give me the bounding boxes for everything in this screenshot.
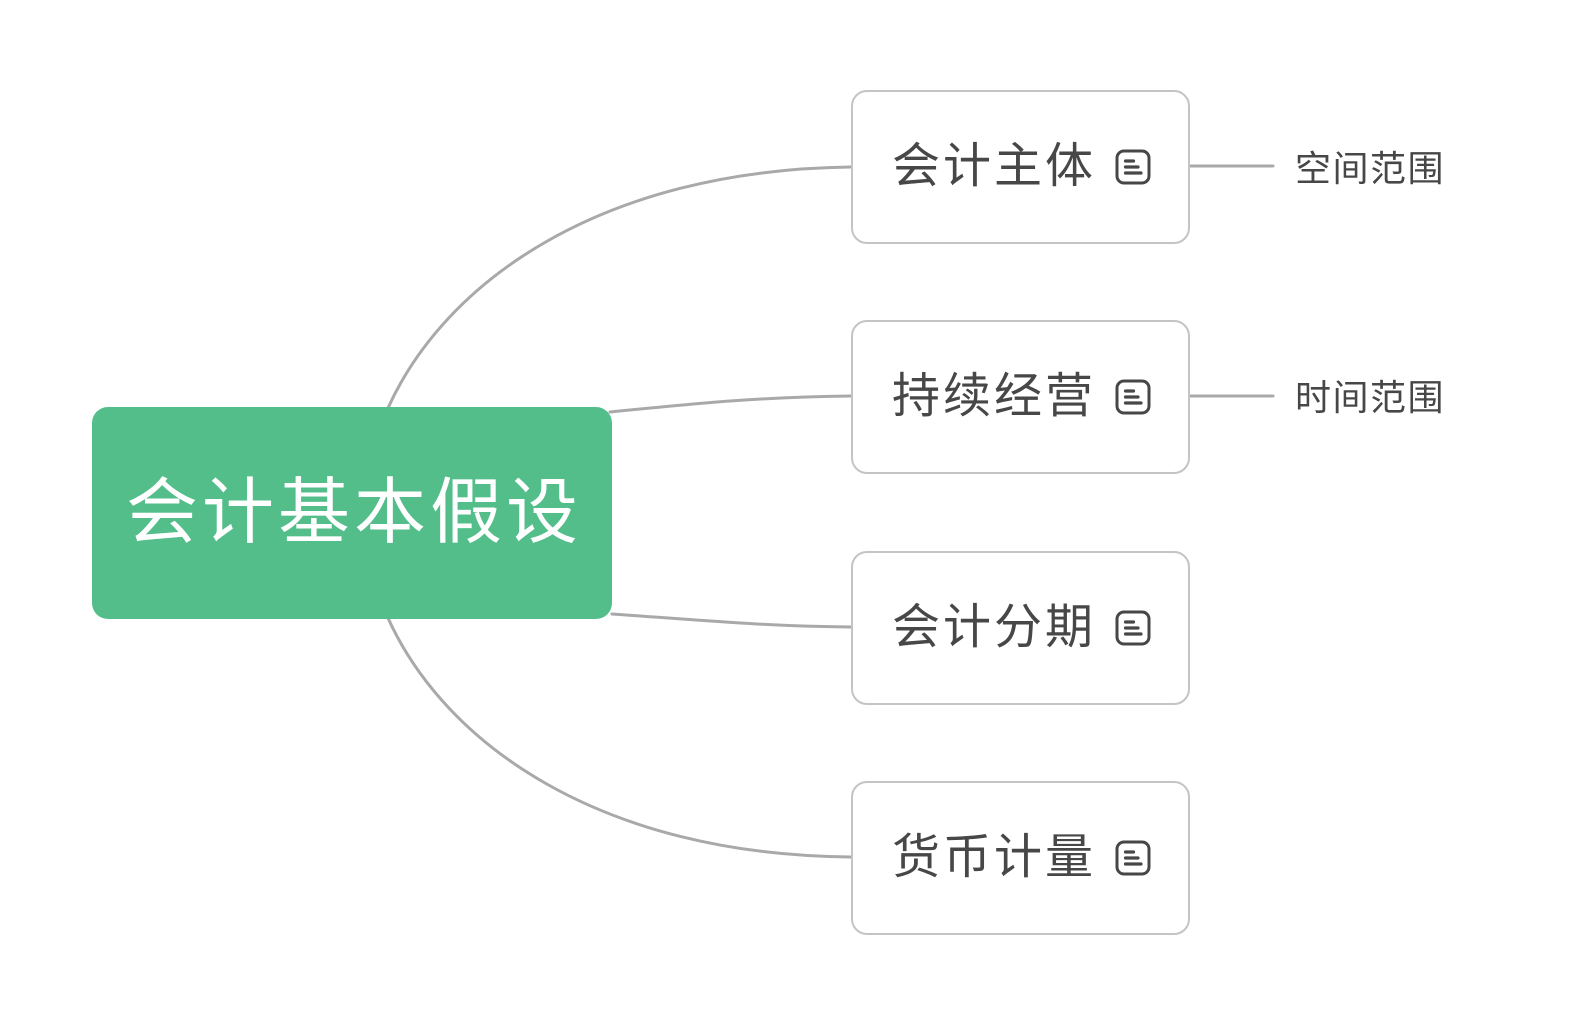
note-icon[interactable]: [1114, 148, 1152, 186]
branch-node-monetary-measurement[interactable]: 货币计量: [851, 781, 1190, 935]
callout-time-scope[interactable]: 时间范围: [1295, 377, 1446, 418]
branch-label-accounting-entity: 会计主体: [891, 140, 1096, 193]
branch-node-accounting-entity[interactable]: 会计主体: [851, 90, 1190, 244]
connector-root-to-branch-4: [386, 616, 853, 859]
root-topic-node[interactable]: 会计基本假设: [92, 407, 612, 619]
root-topic-label: 会计基本假设: [125, 473, 582, 553]
branch-label-going-concern: 持续经营: [891, 370, 1096, 423]
callout-spatial-scope[interactable]: 空间范围: [1295, 148, 1446, 189]
connector-root-to-branch-1: [386, 165, 853, 410]
branch-label-accounting-period: 会计分期: [891, 601, 1096, 654]
note-icon[interactable]: [1114, 378, 1152, 416]
note-icon[interactable]: [1114, 839, 1152, 877]
note-icon[interactable]: [1114, 609, 1152, 647]
branch-label-monetary-measurement: 货币计量: [891, 831, 1096, 884]
branch-node-accounting-period[interactable]: 会计分期: [851, 551, 1190, 705]
branch-node-going-concern[interactable]: 持续经营: [851, 320, 1190, 474]
connector-root-to-branch-2: [608, 394, 853, 414]
connector-root-to-branch-3: [610, 612, 853, 629]
